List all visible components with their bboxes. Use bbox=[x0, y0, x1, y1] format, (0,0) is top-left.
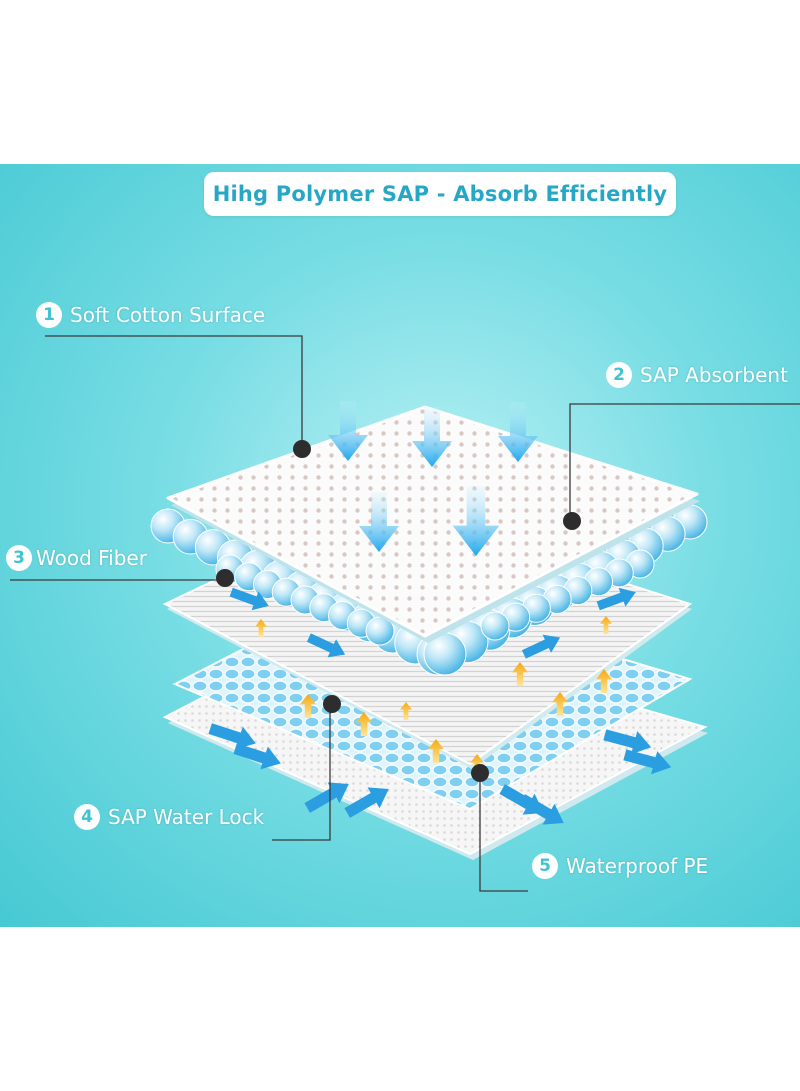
label-text: Soft Cotton Surface bbox=[70, 303, 266, 327]
sap-bead bbox=[480, 611, 510, 641]
leader-line-1 bbox=[45, 335, 303, 449]
page-title: Hihg Polymer SAP - Absorb Efficiently bbox=[212, 182, 668, 206]
label-wood-fiber: 3 Wood Fiber bbox=[6, 545, 147, 571]
leader-dot-icon bbox=[293, 440, 311, 458]
label-sap-absorbent: 2 SAP Absorbent bbox=[606, 362, 788, 388]
label-soft-cotton-surface: 1 Soft Cotton Surface bbox=[36, 302, 265, 328]
number-badge: 1 bbox=[36, 302, 62, 328]
label-text: Waterproof PE bbox=[566, 854, 709, 878]
diagram-panel: Hihg Polymer SAP - Absorb Efficiently 1 … bbox=[0, 164, 800, 927]
leader-lines bbox=[10, 335, 800, 892]
leader-dot-icon bbox=[216, 569, 234, 587]
label-sap-water-lock: 4 SAP Water Lock bbox=[74, 804, 264, 830]
number-badge: 5 bbox=[532, 853, 558, 879]
number-badge: 4 bbox=[74, 804, 100, 830]
label-text: SAP Water Lock bbox=[108, 805, 265, 829]
sap-absorbent-beads bbox=[150, 504, 708, 676]
title-banner: Hihg Polymer SAP - Absorb Efficiently bbox=[204, 172, 676, 216]
leader-dot-icon bbox=[563, 512, 581, 530]
leader-dot-icon bbox=[323, 695, 341, 713]
number-badge: 2 bbox=[606, 362, 632, 388]
label-text: SAP Absorbent bbox=[640, 363, 788, 387]
leader-line-4 bbox=[272, 705, 331, 841]
leader-dot-icon bbox=[471, 764, 489, 782]
leader-dots bbox=[216, 440, 581, 782]
label-waterproof-pe: 5 Waterproof PE bbox=[532, 853, 708, 879]
leader-line-5 bbox=[479, 774, 528, 892]
leader-line-2 bbox=[569, 403, 800, 521]
label-text: Wood Fiber bbox=[36, 546, 147, 570]
number-badge: 3 bbox=[6, 545, 32, 571]
layer-diagram bbox=[10, 335, 800, 892]
